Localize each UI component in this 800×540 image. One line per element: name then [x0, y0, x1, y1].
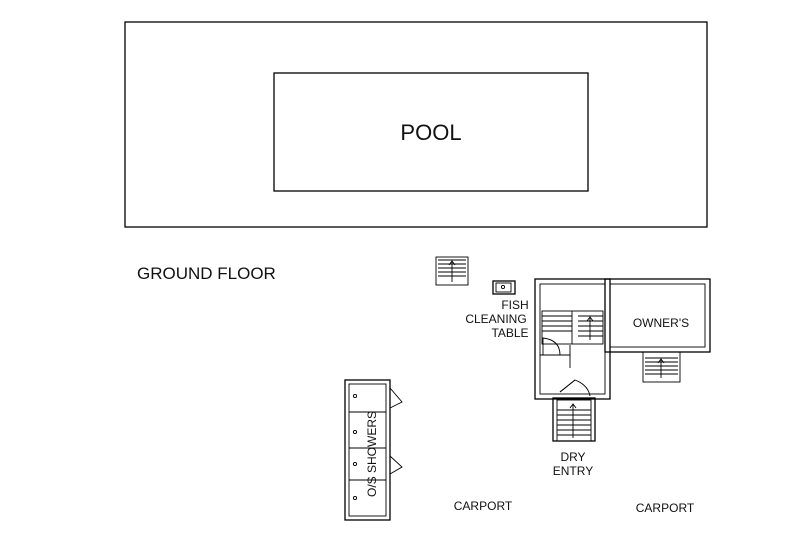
main-building [534, 278, 611, 400]
owners-stair [642, 351, 681, 383]
fish-table-label-2: CLEANING [465, 312, 526, 326]
carport-right-label: CARPORT [636, 501, 695, 515]
showers-label: O/S SHOWERS [365, 411, 379, 497]
fish-table-label-3: TABLE [491, 326, 528, 340]
dry-entry-stair [552, 397, 596, 442]
dry-entry-label-1: DRY [560, 450, 585, 464]
pool-label: POOL [400, 120, 461, 145]
ground-floor-title: GROUND FLOOR [137, 264, 276, 283]
fish-table-label-1: FISH [501, 298, 528, 312]
carport-left-label: CARPORT [454, 499, 513, 513]
outdoor-showers [344, 379, 403, 521]
stair-north [435, 256, 469, 286]
pool-deck [124, 21, 708, 228]
dry-entry-label-2: ENTRY [553, 464, 593, 478]
fish-cleaning-sink [492, 280, 516, 295]
pool-basin [273, 72, 589, 192]
owners-label: OWNER'S [633, 316, 689, 330]
